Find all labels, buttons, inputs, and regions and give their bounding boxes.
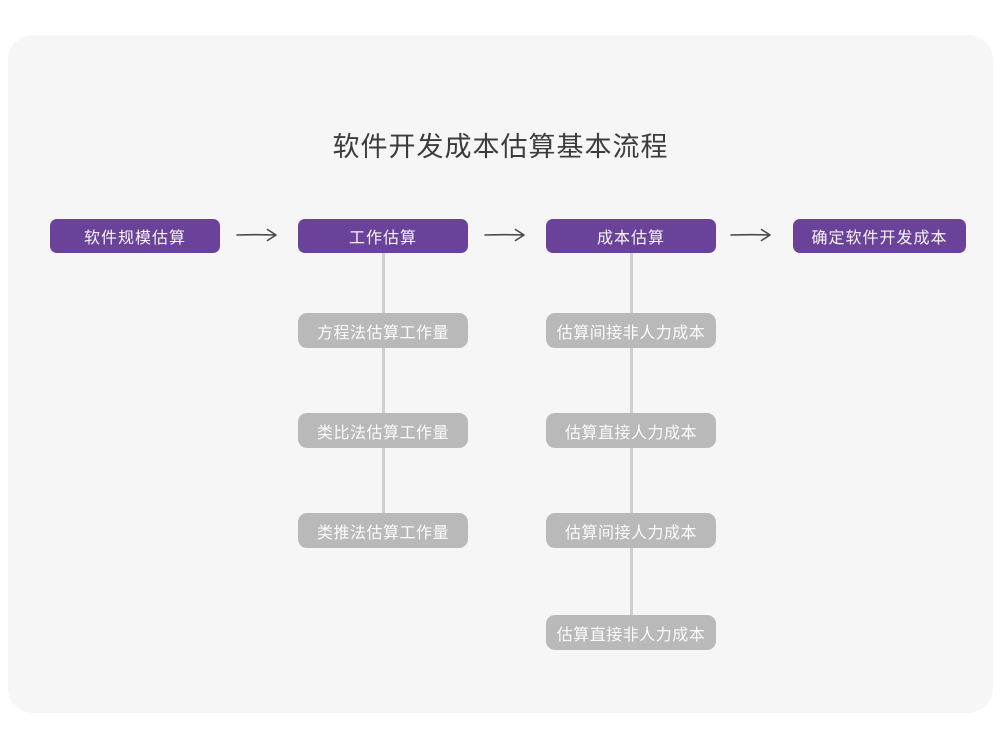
- arrow-right-icon: [730, 228, 771, 242]
- sub-step-direct-nonlabor-cost: 估算直接非人力成本: [546, 615, 716, 650]
- arrow-right-icon: [236, 228, 277, 242]
- sub-step-analogy-method: 类比法估算工作量: [298, 413, 468, 448]
- sub-step-label: 估算直接人力成本: [564, 424, 697, 442]
- sub-step-label: 估算间接人力成本: [564, 524, 697, 542]
- flow-step-label: 确定软件开发成本: [811, 230, 948, 247]
- diagram-title: 软件开发成本估算基本流程: [332, 132, 669, 162]
- flow-step-determine-development-cost: 确定软件开发成本: [793, 219, 966, 253]
- sub-step-label: 估算直接非人力成本: [556, 626, 706, 644]
- sub-step-label: 估算间接非人力成本: [556, 324, 706, 342]
- flow-step-software-scale-estimation: 软件规模估算: [50, 219, 220, 253]
- sub-step-equation-method: 方程法估算工作量: [298, 313, 468, 348]
- flow-step-label: 工作估算: [348, 230, 417, 247]
- flow-step-label: 软件规模估算: [83, 230, 186, 247]
- diagram-card: 软件开发成本估算基本流程 软件规模估算 工作估算 成本估算 确定软件开发成本 方: [8, 35, 993, 713]
- connector-line-work-estimation: [382, 253, 385, 533]
- sub-step-label: 类推法估算工作量: [316, 524, 449, 542]
- flow-step-label: 成本估算: [596, 230, 665, 247]
- sub-step-direct-labor-cost: 估算直接人力成本: [546, 413, 716, 448]
- arrow-right-icon: [484, 228, 525, 242]
- sub-step-label: 方程法估算工作量: [316, 324, 449, 342]
- flow-step-cost-estimation: 成本估算: [546, 219, 716, 253]
- sub-step-indirect-labor-cost: 估算间接人力成本: [546, 513, 716, 548]
- sub-step-indirect-nonlabor-cost: 估算间接非人力成本: [546, 313, 716, 348]
- sub-step-label: 类比法估算工作量: [316, 424, 449, 442]
- flow-step-work-estimation: 工作估算: [298, 219, 468, 253]
- sub-step-extrapolation-method: 类推法估算工作量: [298, 513, 468, 548]
